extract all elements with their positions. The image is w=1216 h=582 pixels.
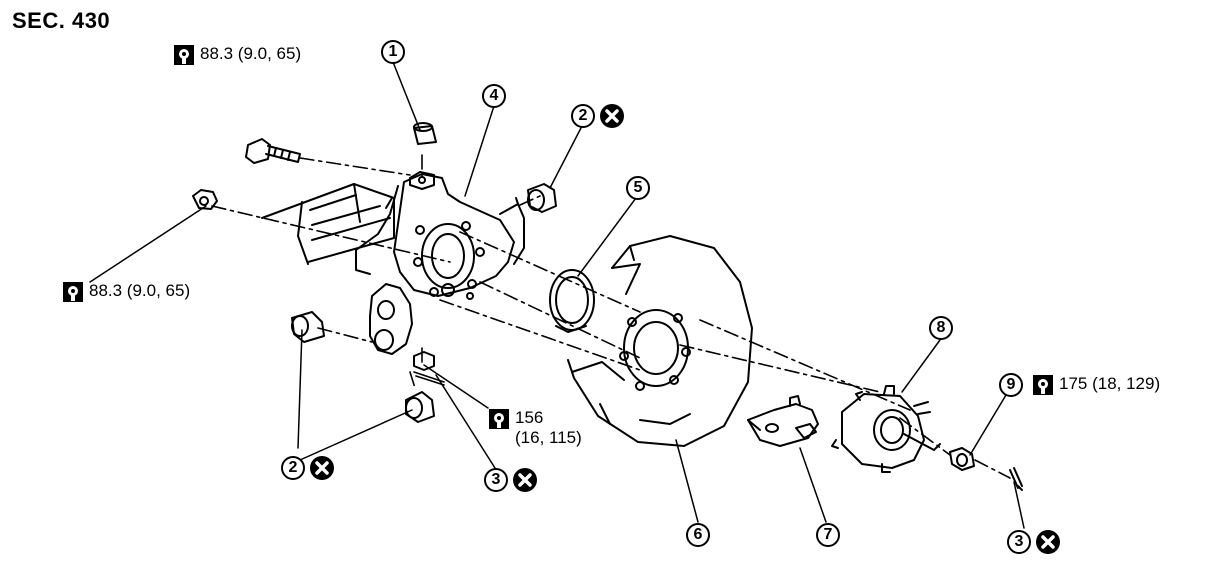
callout-1: 1 [381,40,405,64]
bushing-1 [413,122,437,145]
bushing-2-upper [527,183,557,213]
do-not-reuse-icon [1036,530,1060,554]
left-nut [192,189,218,210]
torque-value-conversion: (16, 115) [515,428,582,447]
callout-9: 9 [999,373,1023,397]
callout-2-lower: 2 [281,455,335,481]
torque-value: 175 (18, 129) [1059,374,1161,393]
callout-number: 8 [929,316,953,340]
torque-spec-upper-bolt: 88.3 (9.0, 65) [173,44,301,66]
bushing-2-lower [405,391,435,423]
callout-3-knuckle: 3 [484,467,538,493]
torque-value: 88.3 (9.0, 65) [200,44,302,63]
hub-bearing [831,385,941,473]
sensor-bracket [747,395,819,447]
torque-wrench-icon [63,282,83,302]
torque-spec-lower-nut: 156 (16, 115) [488,408,582,448]
callout-number: 6 [686,523,710,547]
callout-number: 3 [1007,530,1031,554]
assembly-lines [211,154,1011,479]
callout-number: 3 [484,468,508,492]
callout-3-hub: 3 [1007,529,1061,555]
callout-number: 2 [571,104,595,128]
lower-nut [413,351,445,386]
callout-number: 9 [999,373,1023,397]
back-plate [567,235,753,447]
leader-lines [89,61,1025,529]
torque-spec-hub-nut: 175 (18, 129) [1032,374,1160,396]
bushing-2-left [291,311,325,343]
trailing-arm [261,183,395,265]
torque-value: 156 [515,408,544,427]
callout-number: 4 [482,84,506,108]
callout-number: 7 [816,523,840,547]
do-not-reuse-icon [600,104,624,128]
callout-2-upper: 2 [571,103,625,129]
torque-value-block: 156 (16, 115) [515,408,582,448]
torque-wrench-icon [489,409,509,429]
callout-6: 6 [686,523,710,547]
torque-spec-left-nut: 88.3 (9.0, 65) [62,281,190,303]
torque-wrench-icon [174,45,194,65]
callout-4: 4 [482,84,506,108]
callout-7: 7 [816,523,840,547]
knuckle [355,171,525,355]
callout-8: 8 [929,316,953,340]
seal-ring [549,269,595,333]
torque-wrench-icon [1033,375,1053,395]
torque-value: 88.3 (9.0, 65) [89,281,191,300]
hub-nut [949,447,1023,491]
callout-number: 1 [381,40,405,64]
do-not-reuse-icon [513,468,537,492]
callout-number: 2 [281,456,305,480]
do-not-reuse-icon [310,456,334,480]
callout-5: 5 [626,176,650,200]
section-title: SEC. 430 [12,8,111,33]
upper-bolt [245,138,301,164]
callout-number: 5 [626,176,650,200]
